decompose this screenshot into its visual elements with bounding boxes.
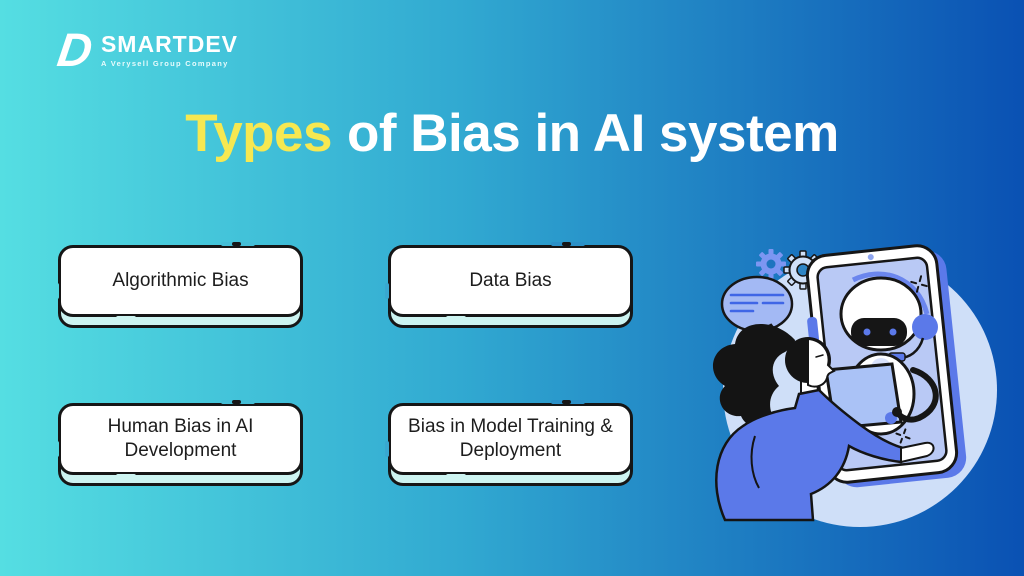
brand-text: SMARTDEV A Verysell Group Company bbox=[101, 32, 238, 68]
card-label: Data Bias bbox=[388, 245, 633, 317]
brand-tagline: A Verysell Group Company bbox=[100, 59, 229, 69]
border-dash bbox=[232, 400, 241, 404]
border-dash bbox=[562, 400, 571, 404]
sweater-fold bbox=[750, 435, 760, 489]
headset-band bbox=[851, 271, 930, 315]
bias-card-algorithmic: Algorithmic Bias bbox=[55, 242, 303, 328]
woman-ponytail-hair bbox=[712, 323, 795, 428]
card-label: Bias in Model Training & Deployment bbox=[388, 403, 633, 475]
speech-bubble-lines bbox=[729, 293, 785, 313]
border-gap bbox=[385, 283, 389, 299]
bias-card-data: Data Bias bbox=[385, 242, 633, 328]
border-dash bbox=[232, 242, 241, 246]
brand-logo: D SMARTDEV A Verysell Group Company bbox=[54, 23, 238, 76]
border-dash bbox=[562, 242, 571, 246]
card-label: Algorithmic Bias bbox=[58, 245, 303, 317]
woman-eye bbox=[815, 354, 824, 358]
ai-chatbot-illustration bbox=[712, 244, 997, 527]
tablet-side-button bbox=[807, 316, 820, 344]
border-gap bbox=[385, 441, 389, 457]
camera-dot bbox=[867, 254, 874, 261]
gear-icon bbox=[756, 249, 786, 279]
bias-card-human: Human Bias in AI Development bbox=[55, 400, 303, 486]
border-gap bbox=[446, 316, 466, 320]
bias-card-model-training: Bias in Model Training & Deployment bbox=[385, 400, 633, 486]
border-gap bbox=[446, 474, 466, 478]
brand-name: SMARTDEV bbox=[100, 31, 239, 58]
title-rest: of Bias in AI system bbox=[347, 104, 839, 163]
border-gap bbox=[116, 316, 136, 320]
headset-earpiece bbox=[912, 314, 938, 340]
woman-face-profile bbox=[807, 337, 836, 388]
border-gap bbox=[116, 474, 136, 478]
woman-icon bbox=[712, 323, 935, 522]
robot-visor bbox=[851, 318, 907, 346]
title-accent-word: Types bbox=[185, 104, 333, 163]
robot-icon bbox=[824, 271, 939, 436]
border-gap bbox=[55, 441, 59, 457]
clipboard-clamp bbox=[892, 407, 902, 417]
card-label: Human Bias in AI Development bbox=[58, 403, 303, 475]
robot-arm-right bbox=[894, 367, 939, 423]
smartdev-logo-icon: D bbox=[54, 23, 94, 76]
sparkle-icon bbox=[895, 428, 911, 444]
woman-sweater bbox=[715, 388, 905, 522]
robot-eye-left bbox=[863, 328, 871, 336]
robot-eye-right bbox=[889, 328, 897, 336]
sparkle-icon bbox=[910, 275, 928, 293]
woman-hand bbox=[900, 441, 935, 464]
border-gap bbox=[55, 283, 59, 299]
